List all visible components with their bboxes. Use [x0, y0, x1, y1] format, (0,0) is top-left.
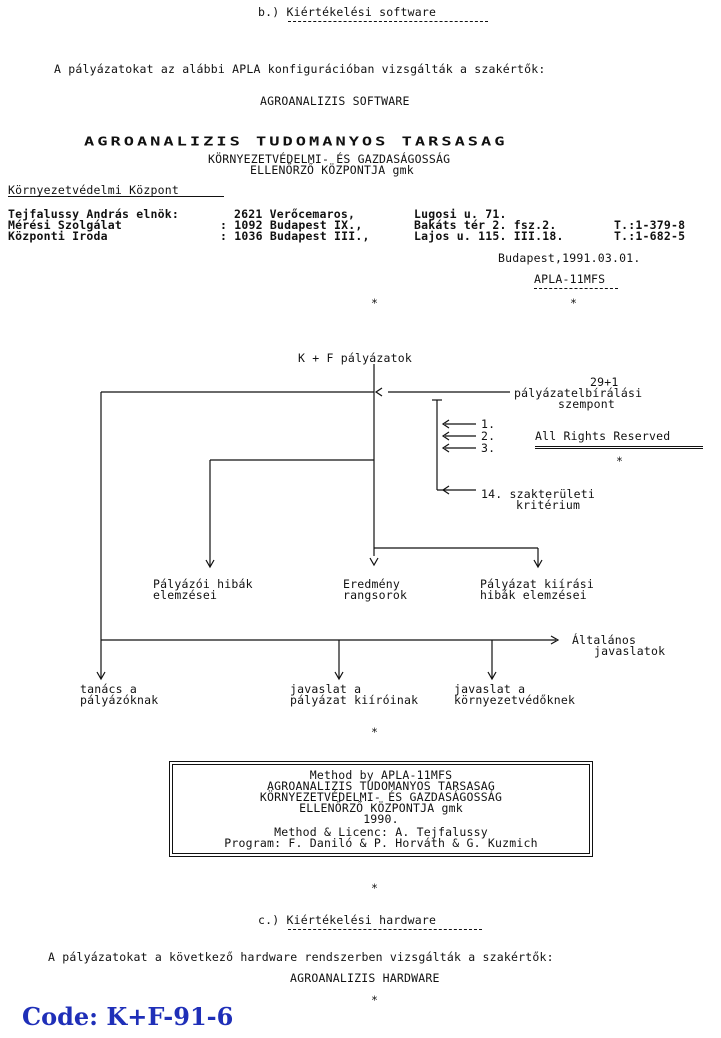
recommendation-label: környezetvédőknek [454, 693, 576, 707]
criteria-item-14: kritérium [516, 498, 581, 512]
letter-date: Budapest,1991.03.01. [498, 251, 641, 265]
row2-phone: T.:1-379-8 [614, 218, 686, 232]
diagram-top-label: K + F pályázatok [298, 351, 412, 365]
center-name: Környezetvédelmi Központ [8, 183, 179, 197]
star: * [371, 725, 379, 739]
ref-underline [534, 288, 618, 289]
recommendation-label: pályázóknak [80, 693, 159, 707]
row2-street: Bakáts tér 2. fsz.2. [414, 218, 557, 232]
output-label: hibák elemzései [480, 588, 587, 602]
method-line: 1990. [363, 812, 399, 826]
star: * [371, 881, 379, 895]
row2-role: Mérési Szolgálat [8, 218, 122, 232]
org-name: AGROANALIZIS TUDOMANYOS TARSASAG [84, 134, 508, 149]
recommendation-label: javaslat a [290, 682, 362, 696]
criteria-item: 2. [481, 429, 496, 443]
letter-ref: APLA-11MFS [534, 272, 606, 286]
org-sub1: KÖRNYEZETVÉDELMI- ÉS GAZDASÁGOSSÁG [208, 152, 451, 166]
org-sub2: ELLENŐRZŐ KÖZPONTJA gmk [250, 163, 414, 177]
heading-underline [288, 929, 482, 930]
method-box: Method by APLA-11MFS AGROANALIZIS TUDOMA… [169, 761, 593, 857]
center-underline [8, 196, 224, 197]
row3-phone: T.:1-682-5 [614, 229, 686, 243]
output-label: Pályázói hibák [153, 577, 253, 591]
hardware-name: AGROANALIZIS HARDWARE [290, 971, 440, 985]
rights-underline [535, 446, 703, 449]
output-label: elemzései [153, 588, 218, 602]
criteria-title: 29+1 [590, 375, 619, 389]
criteria-title: pályázatelbírálási [514, 386, 643, 400]
criteria-item: 3. [481, 441, 496, 455]
star: * [616, 454, 624, 468]
method-line: AGROANALIZIS TUDOMANYOS TARSASAG [267, 779, 495, 793]
star: * [371, 296, 379, 310]
star: * [570, 296, 578, 310]
document-code: Code: K+F-91-6 [22, 1002, 234, 1031]
method-line: Method & Licenc: A. Tejfalussy [274, 825, 488, 839]
output-label: Eredmény [343, 577, 400, 591]
general-label: javaslatok [594, 644, 666, 658]
criteria-item: 1. [481, 417, 496, 431]
output-label: Pályázat kiírási [480, 577, 594, 591]
section-b-heading: b.) Kiértékelési software [258, 5, 437, 19]
criteria-title: szempont [558, 397, 615, 411]
section-c-heading: c.) Kiértékelési hardware [258, 913, 437, 927]
general-label: Általános [572, 633, 637, 647]
row3-role: Központi Iroda [8, 229, 108, 243]
star: * [371, 993, 379, 1007]
heading-underline [288, 21, 488, 22]
recommendation-label: javaslat a [454, 682, 526, 696]
recommendation-label: tanács a [80, 682, 137, 696]
method-line: KÖRNYEZETVÉDELMI- ÉS GAZDASÁGOSSÁG [259, 790, 503, 804]
section-b-intro: A pályázatokat az alábbi APLA konfigurác… [54, 62, 546, 76]
method-line: ELLENŐRZŐ KÖZPONTJA gmk [299, 801, 463, 815]
row3-street: Lajos u. 115. III.18. [414, 229, 564, 243]
row1-role: Tejfalussy András elnök: [8, 207, 179, 221]
method-line: Program: F. Daniló & P. Horváth & G. Kuz… [224, 836, 538, 850]
output-label: rangsorok [343, 588, 408, 602]
section-c-intro: A pályázatokat a következő hardware rend… [48, 950, 554, 964]
row1-addr: 2621 Verőcemaros, [234, 207, 356, 221]
criteria-item-14: 14. szakterületi [481, 487, 595, 501]
recommendation-label: pályázat kiíróinak [290, 693, 419, 707]
rights-reserved: All Rights Reserved [535, 429, 671, 443]
software-name: AGROANALIZIS SOFTWARE [260, 94, 410, 108]
row2-addr: : 1092 Budapest IX., [220, 218, 363, 232]
row3-addr: : 1036 Budapest III., [220, 229, 370, 243]
row1-street: Lugosi u. 71. [414, 207, 507, 221]
method-line: Method by APLA-11MFS [309, 768, 453, 782]
